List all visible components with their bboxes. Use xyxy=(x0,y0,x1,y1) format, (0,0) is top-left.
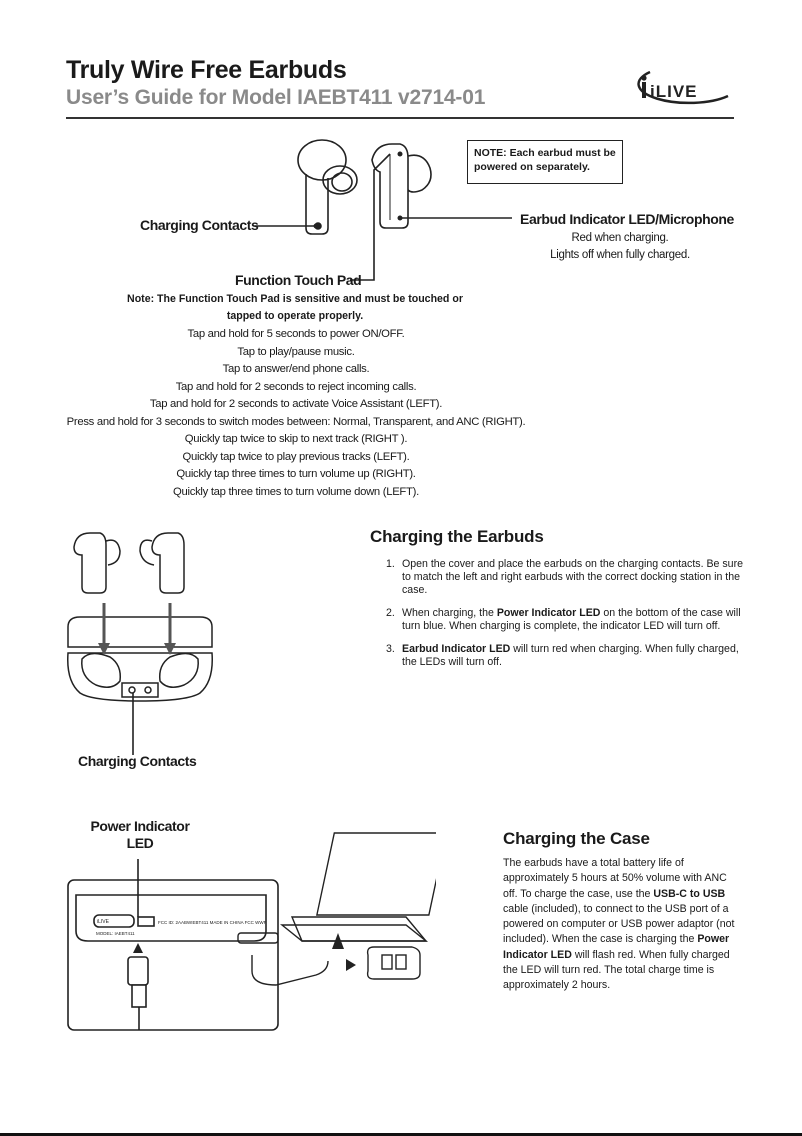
ilive-logo: iLIVE xyxy=(637,70,729,105)
charging-step: 3. Earbud Indicator LED will turn red wh… xyxy=(386,643,739,668)
indicator-led-line2: Lights off when fully charged. xyxy=(550,249,690,261)
charging-steps: 1. Open the cover and place the earbuds … xyxy=(386,558,746,679)
charging-step: 2. When charging, the Power Indicator LE… xyxy=(386,607,741,632)
instruction-item: Tap and hold for 2 seconds to activate V… xyxy=(149,398,443,410)
logo-text: iLIVE xyxy=(650,82,698,101)
earbud-illustration xyxy=(255,139,512,281)
instruction-item: Quickly tap twice to play previous track… xyxy=(182,450,410,463)
label-function-touch-pad: Function Touch Pad xyxy=(235,272,362,288)
laptop-illustration: iLIVE MODEL: IAEBT411 FCC ID: 2AABWIEBT4… xyxy=(67,832,436,1031)
header-divider xyxy=(66,117,734,119)
charging-step: 1. Open the cover and place the earbuds … xyxy=(386,558,743,596)
instruction-item: Tap to answer/end phone calls. xyxy=(222,363,370,375)
indicator-led-line1: Red when charging. xyxy=(571,232,669,244)
svg-text:iLIVE: iLIVE xyxy=(97,919,110,925)
instruction-item: Tap to play/pause music. xyxy=(237,345,355,358)
heading-charging-case: Charging the Case xyxy=(503,829,650,848)
touch-pad-instructions: Tap and hold for 5 seconds to power ON/O… xyxy=(40,326,552,501)
charging-case-paragraph: The earbuds have a total battery life of… xyxy=(503,857,735,992)
instruction-item: Tap and hold for 2 seconds to reject inc… xyxy=(175,380,417,393)
charging-case-illustration xyxy=(67,532,213,755)
page-title: Truly Wire Free Earbuds xyxy=(66,56,347,84)
footer-rule xyxy=(0,1133,802,1136)
note-box: NOTE: Each earbud must be powered on sep… xyxy=(467,140,623,184)
instruction-item: Quickly tap twice to skip to next track … xyxy=(184,433,408,445)
label-indicator-led: Earbud Indicator LED/Microphone xyxy=(520,211,734,227)
touch-pad-note-line1: Note: The Function Touch Pad is sensitiv… xyxy=(127,293,463,305)
instruction-item: Tap and hold for 5 seconds to power ON/O… xyxy=(187,328,405,340)
heading-charging-earbuds: Charging the Earbuds xyxy=(370,527,544,546)
label-charging-contacts-case: Charging Contacts xyxy=(78,753,197,769)
label-power-indicator-led: Power Indicator LED xyxy=(90,818,190,851)
instruction-item: Press and hold for 3 seconds to switch m… xyxy=(66,415,526,428)
label-charging-contacts: Charging Contacts xyxy=(140,217,259,233)
touch-pad-note-line2: tapped to operate properly. xyxy=(226,310,364,322)
instruction-item: Quickly tap three times to turn volume d… xyxy=(173,485,419,498)
svg-text:FCC ID: 2AABWIEBT411 MADE IN C: FCC ID: 2AABWIEBT411 MADE IN CHINA FCC W… xyxy=(158,920,267,925)
instruction-item: Quickly tap three times to turn volume u… xyxy=(176,468,416,480)
svg-text:MODEL: IAEBT411: MODEL: IAEBT411 xyxy=(96,931,135,936)
page-subtitle: User’s Guide for Model IAEBT411 v2714-01 xyxy=(66,86,486,109)
